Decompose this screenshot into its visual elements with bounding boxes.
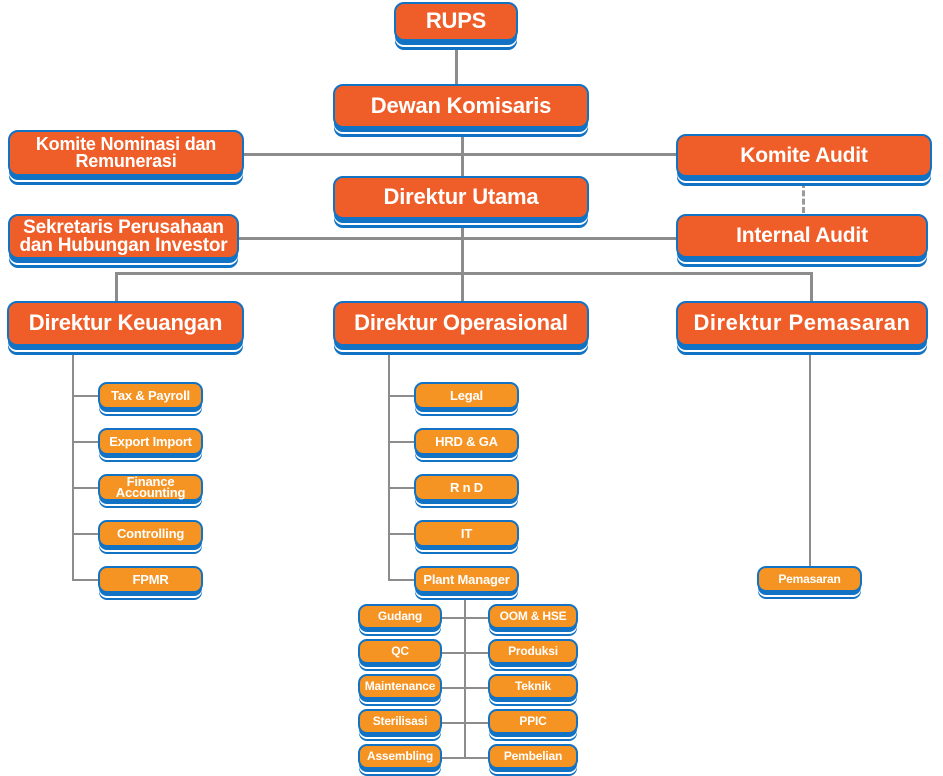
connector-keuangan-stub-1	[72, 395, 98, 397]
connector-operasional-stub-2	[388, 441, 414, 443]
node-maintenance[interactable]: Maintenance	[358, 674, 442, 699]
connector-operasional-stub-1	[388, 395, 414, 397]
connector-operasional-spine	[388, 350, 390, 581]
node-sekretaris-perusahaan[interactable]: Sekretaris Perusahaan dan Hubungan Inves…	[8, 214, 239, 259]
connector-operasional-stub-3	[388, 487, 414, 489]
connector-plant-left-stub-2	[441, 652, 464, 654]
connector-direktur-utama-to-sekretaris	[239, 237, 461, 240]
connector-director-bus	[115, 272, 813, 275]
connector-plant-left-stub-4	[441, 722, 464, 724]
connector-plant-right-stub-4	[464, 722, 488, 724]
node-dewan-komisaris[interactable]: Dewan Komisaris	[333, 84, 589, 128]
node-gudang[interactable]: Gudang	[358, 604, 442, 629]
node-direktur-utama[interactable]: Direktur Utama	[333, 176, 589, 219]
connector-plant-spine	[464, 592, 466, 758]
komite-nominasi-line-2: Remunerasi	[75, 151, 177, 171]
node-produksi[interactable]: Produksi	[488, 639, 578, 664]
connector-komite-audit-to-internal-audit-dashed	[802, 182, 805, 213]
connector-pemasaran-spine	[809, 350, 811, 579]
connector-direktur-utama-to-internal-audit	[461, 237, 680, 240]
connector-operasional-stub-5	[388, 579, 414, 581]
node-assembling[interactable]: Assembling	[358, 744, 442, 769]
connector-operasional-stub-4	[388, 533, 414, 535]
node-komite-nominasi-dan-remunerasi[interactable]: Komite Nominasi dan Remunerasi	[8, 130, 244, 176]
finance-accounting-line-2: Accounting	[115, 484, 186, 500]
node-pemasaran[interactable]: Pemasaran	[757, 566, 862, 592]
node-qc[interactable]: QC	[358, 639, 442, 664]
connector-bus-to-direktur-keuangan	[115, 272, 118, 303]
node-rups[interactable]: RUPS	[394, 2, 518, 41]
node-fpmr[interactable]: FPMR	[98, 566, 203, 593]
connector-keuangan-spine	[72, 350, 74, 581]
connector-dewan-to-komite-nominasi	[244, 153, 462, 156]
node-finance-accounting[interactable]: Finance Accounting	[98, 474, 203, 501]
komite-nominasi-line-1: Komite Nominasi dan	[35, 134, 217, 155]
connector-dewan-to-komite-audit	[461, 153, 680, 156]
connector-bus-to-direktur-pemasaran	[810, 272, 813, 303]
connector-direktur-utama-down	[461, 220, 464, 302]
node-internal-audit[interactable]: Internal Audit	[676, 214, 928, 258]
sekretaris-line-2: dan Hubungan Investor	[19, 234, 228, 256]
node-plant-manager[interactable]: Plant Manager	[414, 566, 519, 593]
node-direktur-keuangan[interactable]: Direktur Keuangan	[7, 301, 244, 346]
connector-keuangan-stub-5	[72, 579, 98, 581]
node-komite-audit[interactable]: Komite Audit	[676, 134, 932, 177]
node-legal[interactable]: Legal	[414, 382, 519, 409]
finance-accounting-line-1: Finance	[126, 473, 175, 489]
node-pembelian[interactable]: Pembelian	[488, 744, 578, 769]
connector-plant-left-stub-5	[441, 757, 464, 759]
connector-plant-right-stub-5	[464, 757, 488, 759]
connector-keuangan-stub-4	[72, 533, 98, 535]
connector-keuangan-stub-2	[72, 441, 98, 443]
connector-plant-left-stub-1	[441, 617, 464, 619]
node-tax-and-payroll[interactable]: Tax & Payroll	[98, 382, 203, 409]
node-teknik[interactable]: Teknik	[488, 674, 578, 699]
node-controlling[interactable]: Controlling	[98, 520, 203, 547]
node-oom-and-hse[interactable]: OOM & HSE	[488, 604, 578, 629]
connector-plant-left-stub-3	[441, 687, 464, 689]
connector-plant-right-stub-3	[464, 687, 488, 689]
node-sterilisasi[interactable]: Sterilisasi	[358, 709, 442, 734]
node-hrd-and-ga[interactable]: HRD & GA	[414, 428, 519, 455]
node-rnd[interactable]: R n D	[414, 474, 519, 501]
node-ppic[interactable]: PPIC	[488, 709, 578, 734]
connector-keuangan-stub-3	[72, 487, 98, 489]
node-direktur-pemasaran[interactable]: Direktur Pemasaran	[676, 301, 928, 346]
node-direktur-operasional[interactable]: Direktur Operasional	[333, 301, 589, 346]
node-it[interactable]: IT	[414, 520, 519, 547]
sekretaris-line-1: Sekretaris Perusahaan	[23, 217, 224, 239]
connector-plant-right-stub-2	[464, 652, 488, 654]
connector-rups-to-dewan-komisaris	[455, 40, 458, 88]
node-export-import[interactable]: Export Import	[98, 428, 203, 455]
connector-plant-right-stub-1	[464, 617, 488, 619]
